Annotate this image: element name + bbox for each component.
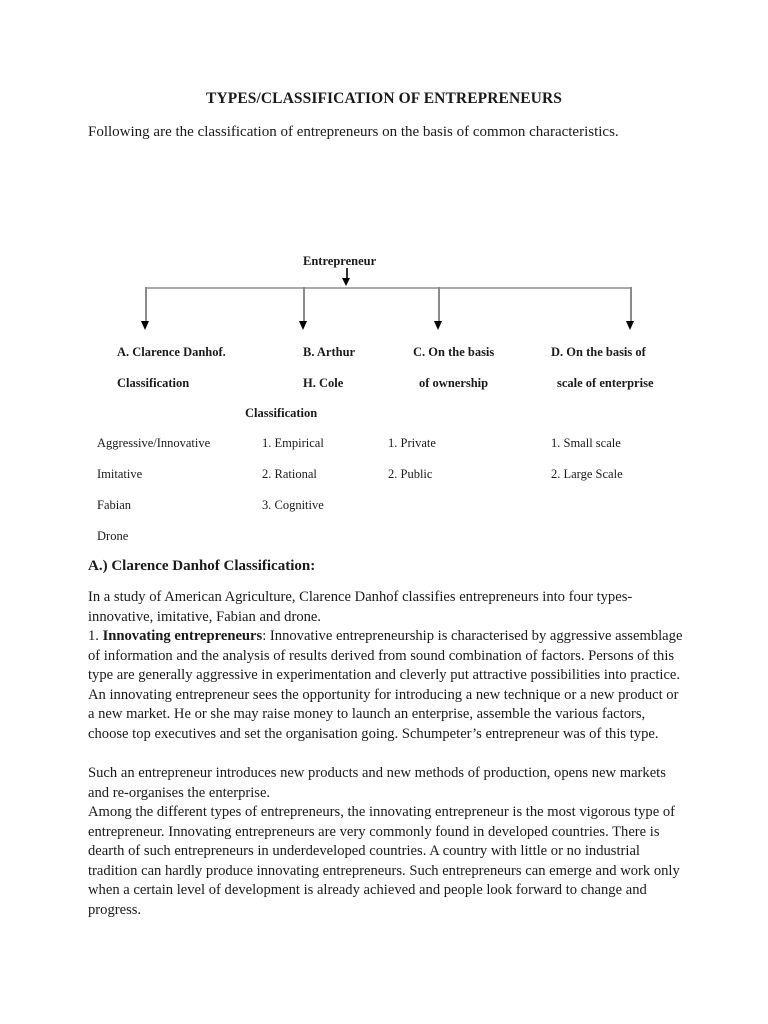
section-a-paragraph-3: Such an entrepreneur introduces new prod… xyxy=(88,765,666,801)
column-a-item: Fabian xyxy=(97,498,132,512)
column-b-item: 3. Cognitive xyxy=(262,498,324,512)
column-d-item: 2. Large Scale xyxy=(551,467,623,481)
column-d-item: 1. Small scale xyxy=(551,436,621,450)
section-a-paragraph-1: In a study of American Agriculture, Clar… xyxy=(88,589,633,625)
branch-arrow-b-icon xyxy=(299,321,307,330)
branch-stem-c xyxy=(438,287,440,323)
column-a-item: Aggressive/Innovative xyxy=(97,436,211,450)
column-a-heading-line1: A. Clarence Danhof. xyxy=(117,345,226,359)
diagram-bus-line xyxy=(145,287,632,289)
paragraph-2-body: : Innovative entrepreneurship is charact… xyxy=(88,628,683,742)
column-c-heading-line2: of ownership xyxy=(419,376,489,390)
column-b-heading-line3: Classification xyxy=(245,406,318,420)
column-c-item: 1. Private xyxy=(388,436,436,450)
column-c-item: 2. Public xyxy=(388,467,433,481)
column-c-heading-line1: C. On the basis xyxy=(413,345,495,359)
branch-stem-a xyxy=(145,287,147,323)
branch-arrow-c-icon xyxy=(434,321,442,330)
root-arrow-icon xyxy=(342,278,350,286)
column-b-heading-line1: B. Arthur xyxy=(303,345,356,359)
root-connector-stem xyxy=(346,268,348,280)
section-a-paragraph-2: 1. Innovating entrepreneurs: Innovative … xyxy=(88,627,684,745)
classification-diagram: Entrepreneur A. Clarence Danhof. Classif… xyxy=(97,254,654,543)
page-title: TYPES/CLASSIFICATION OF ENTREPRENEURS xyxy=(206,90,562,107)
paragraph-2-number: 1. xyxy=(88,628,103,644)
branch-stem-b xyxy=(303,287,305,323)
section-a-paragraph-4: Among the different types of entrepreneu… xyxy=(88,804,680,918)
paragraph-2-bold-lead: Innovating entrepreneurs xyxy=(102,628,263,644)
column-d-heading-line2: scale of enterprise xyxy=(557,376,654,390)
column-b-item: 1. Empirical xyxy=(262,436,324,450)
column-b-heading-line2: H. Cole xyxy=(303,376,344,390)
section-a-heading: A.) Clarence Danhof Classification: xyxy=(88,558,316,574)
column-a-item: Drone xyxy=(97,529,129,543)
column-d-heading-line1: D. On the basis of xyxy=(551,345,646,359)
branch-arrow-d-icon xyxy=(626,321,634,330)
branch-arrow-a-icon xyxy=(141,321,149,330)
intro-paragraph: Following are the classification of entr… xyxy=(88,124,619,140)
column-a-item: Imitative xyxy=(97,467,143,481)
diagram-root-label: Entrepreneur xyxy=(303,254,377,268)
branch-stem-d xyxy=(630,287,632,323)
column-b-item: 2. Rational xyxy=(262,467,317,481)
column-a-heading-line2: Classification xyxy=(117,376,190,390)
